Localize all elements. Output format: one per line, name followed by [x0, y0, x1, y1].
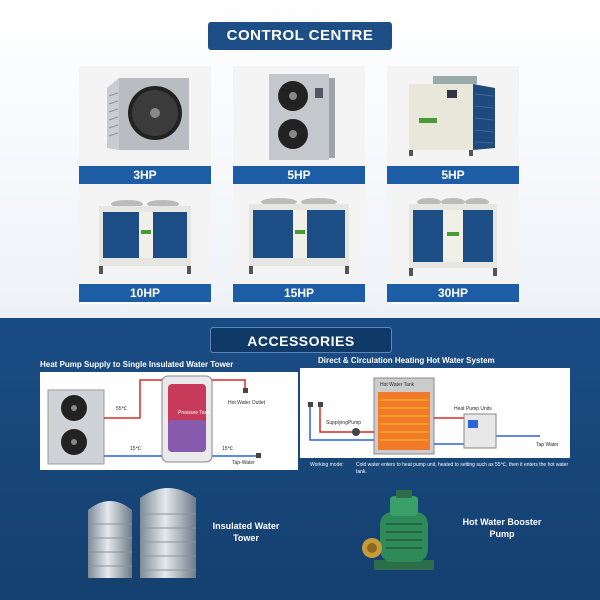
product-label: 5HP [233, 166, 365, 184]
product-card-5hp-b[interactable]: 5HP [387, 66, 519, 186]
booster-pump-image [362, 490, 434, 570]
insulated-water-tower-caption: Insulated Water Tower [212, 521, 280, 543]
pressure-tank-label: Pressure Tank [178, 410, 210, 416]
hot-water-tank-label: Hot Water Tank [380, 382, 415, 388]
product-card-10hp[interactable]: 10HP [79, 184, 211, 304]
hot-water-outlet-label: Hot Water Outlet [228, 400, 266, 406]
heat-pump-30hp-image [387, 184, 519, 284]
tap-water-label-right: Tap Water [536, 442, 559, 448]
supplying-pump-label: SupplyingPump [326, 420, 362, 426]
left-diagram-heading: Heat Pump Supply to Single Insulated Wat… [40, 360, 234, 369]
right-diagram-graphics [308, 377, 540, 455]
hot-temp-label: 55℃ [116, 406, 128, 412]
insulated-water-tower-image [88, 488, 196, 578]
right-diagram-heading: Direct & Circulation Heating Hot Water S… [318, 356, 495, 365]
accessories-title: ACCESSORIES [210, 327, 392, 353]
working-mode-text: Cold water enters to heat pump unit, hea… [356, 462, 569, 475]
product-card-15hp[interactable]: 15HP [233, 184, 365, 304]
product-card-3hp[interactable]: 3HP [79, 66, 211, 186]
cold-in-temp-label: 15℃ [130, 446, 142, 452]
product-label: 3HP [79, 166, 211, 184]
product-label: 5HP [387, 166, 519, 184]
product-card-5hp-a[interactable]: 5HP [233, 66, 365, 186]
working-mode-label: Working mode: [310, 462, 344, 468]
heat-pump-10hp-image [79, 184, 211, 284]
product-label: 30HP [387, 284, 519, 302]
product-label: 15HP [233, 284, 365, 302]
control-centre-title: CONTROL CENTRE [208, 22, 392, 50]
tap-water-label: Tap-Water [232, 460, 255, 466]
product-label: 10HP [79, 284, 211, 302]
heat-pump-5hp-image [233, 66, 365, 166]
heat-pump-5hp-box-image [387, 66, 519, 166]
product-card-30hp[interactable]: 30HP [387, 184, 519, 304]
heat-pump-units-label: Heat Pump Units [454, 406, 492, 412]
booster-pump-caption: Hot Water Booster Pump [462, 517, 542, 539]
left-diagram-graphics [47, 375, 261, 465]
right-system-diagram: Hot Water Tank Heat Pump Units Supplying… [300, 368, 570, 458]
left-system-diagram: Pressure Tank 55℃ 15℃ 15℃ Hot Water Outl… [40, 372, 298, 470]
cold-out-temp-label: 15℃ [222, 446, 234, 452]
heat-pump-3hp-image [79, 66, 211, 166]
heat-pump-15hp-image [233, 184, 365, 284]
